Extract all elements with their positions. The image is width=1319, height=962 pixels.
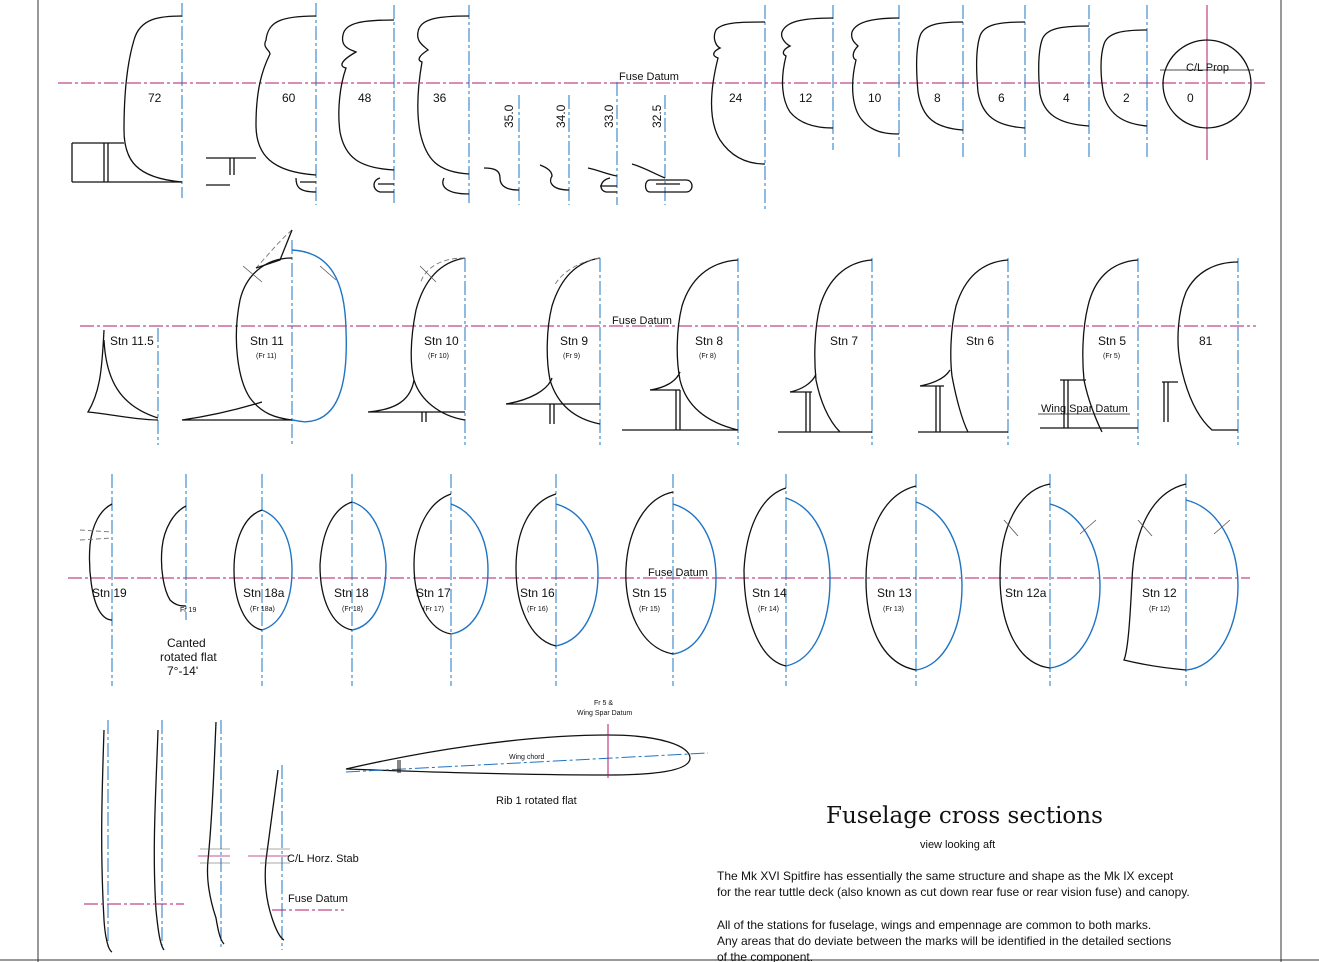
section-35-outline (483, 167, 520, 191)
description-line: of the component. (717, 950, 813, 962)
station-label: Stn 5 (1098, 334, 1126, 348)
fuse-datum-label: Fuse Datum (648, 567, 708, 579)
stab-centerline-label: C/L Horz. Stab (287, 853, 359, 865)
canted-note: rotated flat (160, 650, 217, 664)
description-line: for the rear tuttle deck (also known as … (717, 885, 1190, 899)
row1-labels: 72 60 48 36 35.0 34.0 33.0 32.5 24 12 10… (148, 62, 1229, 128)
stn-11-blue-half (291, 249, 347, 423)
canted-note: 7°-14' (167, 664, 198, 678)
station-label: 60 (282, 91, 296, 105)
rib1-airfoil: Fr 5 & Wing Spar Datum Wing chord Rib 1 … (345, 700, 709, 807)
frame-label: (Fr 15) (639, 606, 660, 613)
station-label: 72 (148, 91, 162, 105)
row1-forward-sections: 72 60 48 36 35.0 34.0 33.0 32.5 24 12 10… (58, 3, 1265, 210)
airfoil-top-label: Fr 5 & (594, 700, 613, 707)
station-label: 2 (1123, 91, 1130, 105)
frame-label: (Fr 11) (256, 353, 276, 360)
station-label: Stn 16 (520, 586, 555, 600)
row1-outlines (71, 15, 1254, 195)
fuse-datum-label: Fuse Datum (619, 71, 679, 83)
section-24-outline (710, 21, 766, 165)
row3-centerlines (111, 474, 1187, 686)
frame-label: (Fr 5) (1103, 353, 1120, 360)
station-label: Stn 8 (695, 334, 723, 348)
row2-outlines (86, 229, 1239, 433)
wing-chord-label: Wing chord (509, 754, 545, 761)
row2-mid-sections: Stn 11.5 Stn 11 (Fr 11) Stn 10 (Fr 10) S… (80, 229, 1256, 445)
station-label: 24 (729, 91, 743, 105)
frame-label: (Fr 16) (527, 606, 548, 613)
station-label: Stn 18a (243, 586, 285, 600)
section-36-outline (417, 15, 470, 175)
station-label: Stn 19 (92, 586, 127, 600)
station-label: Stn 12 (1142, 586, 1177, 600)
station-label: 10 (868, 91, 882, 105)
station-label: 36 (433, 91, 447, 105)
section-48-outline (338, 19, 395, 171)
station-label: 34.0 (554, 104, 568, 128)
station-label: 33.0 (602, 104, 616, 128)
row2-centerlines (157, 240, 1239, 445)
frame-label: (Fr 9) (563, 353, 580, 360)
station-label: Stn 7 (830, 334, 858, 348)
station-label: 81 (1199, 334, 1213, 348)
frame-label: (Fr 13) (883, 606, 904, 613)
station-label: 4 (1063, 91, 1070, 105)
frame-label: Fr 19 (180, 607, 196, 614)
fuse-datum-label: Fuse Datum (288, 893, 348, 905)
station-label: 12 (799, 91, 813, 105)
row4-tail-sections: C/L Horz. Stab Fuse Datum (84, 720, 359, 953)
airfoil-top-label: Wing Spar Datum (577, 710, 632, 717)
row3-aft-sections: Stn 19 Fr 19 Stn 18a (Fr 18a) Stn 18 (Fr… (68, 474, 1250, 686)
frame-label: (Fr 17) (423, 606, 444, 613)
row1-centerlines (181, 3, 1208, 210)
row2-labels: Stn 11.5 Stn 11 (Fr 11) Stn 10 (Fr 10) S… (110, 315, 1213, 415)
frame-label: (Fr 10) (428, 353, 449, 360)
page-subtitle: view looking aft (920, 839, 995, 851)
station-label: Stn 10 (424, 334, 459, 348)
station-label: 32.5 (650, 104, 664, 128)
station-label: 8 (934, 91, 941, 105)
station-label: Stn 11.5 (110, 334, 154, 348)
canted-note: Canted (167, 636, 206, 650)
station-label: Stn 18 (334, 586, 369, 600)
prop-centerline-label: C/L Prop (1186, 62, 1229, 74)
station-label: 48 (358, 91, 372, 105)
frame-label: (Fr 18a) (250, 606, 275, 613)
station-label: Stn 14 (752, 586, 787, 600)
fuse-datum-label: Fuse Datum (612, 315, 672, 327)
title-block: Fuselage cross sections view looking aft… (717, 803, 1190, 962)
section-60-outline (255, 15, 317, 176)
description-line: The Mk XVI Spitfire has essentially the … (717, 869, 1174, 883)
frame-label: (Fr 12) (1149, 606, 1170, 613)
rib-label: Rib 1 rotated flat (496, 795, 577, 807)
station-label: Stn 11 (250, 334, 284, 348)
frame-label: (Fr 18) (342, 606, 363, 613)
station-label: Stn 13 (877, 586, 912, 600)
row3-outlines (79, 483, 1239, 671)
section-72-outline (123, 15, 183, 183)
station-label: Stn 9 (560, 334, 588, 348)
page-title: Fuselage cross sections (826, 803, 1103, 829)
station-label: 35.0 (502, 104, 516, 128)
wing-spar-datum-label: Wing Spar Datum (1041, 403, 1128, 415)
airfoil-outline (345, 734, 691, 776)
station-label: 0 (1187, 91, 1194, 105)
description-line: All of the stations for fuselage, wings … (717, 918, 1151, 932)
station-label: Stn 15 (632, 586, 667, 600)
row3-labels: Stn 19 Fr 19 Stn 18a (Fr 18a) Stn 18 (Fr… (92, 567, 1177, 678)
frame-label: (Fr 8) (699, 353, 716, 360)
station-label: 6 (998, 91, 1005, 105)
station-label: Stn 17 (416, 586, 451, 600)
description-line: Any areas that do deviate between the ma… (717, 934, 1171, 948)
frame-label: (Fr 14) (758, 606, 779, 613)
station-label: Stn 12a (1005, 586, 1047, 600)
prop-circle (1162, 39, 1252, 129)
station-label: Stn 6 (966, 334, 994, 348)
row4-tail-and-rib: C/L Horz. Stab Fuse Datum Fr 5 & Wing Sp… (84, 700, 709, 953)
